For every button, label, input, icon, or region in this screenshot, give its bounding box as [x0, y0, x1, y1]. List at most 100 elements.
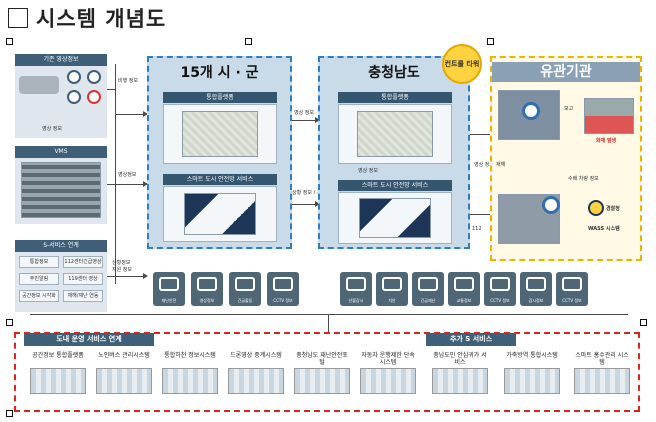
service-bus: CCTV 정보	[556, 272, 588, 306]
agency-emblem-icon	[522, 102, 540, 120]
connector-line	[107, 276, 143, 277]
service-thumbnail	[574, 368, 630, 394]
service-wildfire: 산불감시	[340, 272, 372, 306]
province-label: 영상 정보	[358, 168, 378, 174]
province-service-panel	[338, 192, 452, 244]
connector-line	[30, 314, 628, 315]
province-region: 충청남도 통합플랫폼 영상 정보 스마트 도시 안전망 서비스	[318, 56, 470, 249]
existing-video-header: 기존 영상정보	[15, 54, 107, 66]
s-service-panel: S-서비스 연계 통합정보 112센터긴급영상 주민알림 119센터 영상 공간…	[15, 240, 107, 312]
monitor-icon	[197, 277, 217, 291]
service-disaster: 재난안전	[153, 272, 185, 306]
org-label: 수배 차량 정보	[568, 176, 599, 182]
link-label: 영상 정보	[474, 162, 494, 168]
bottom-left-tab: 도내 운영 서비스 연계	[24, 333, 154, 346]
service-cctv-info: CCTV 정보	[484, 272, 516, 306]
bus-icon	[562, 277, 582, 291]
service-traffic: 교통정보	[448, 272, 480, 306]
city-title: 15개 시 · 군	[180, 65, 259, 81]
square-bullet-icon	[8, 8, 28, 28]
control-tower-badge: 컨트롤 타워	[442, 44, 482, 84]
service-thumbnail	[228, 368, 284, 394]
corner-handle	[487, 38, 494, 45]
province-platform-bar: 통합플랫폼	[338, 92, 452, 103]
cctv-camera-icon	[19, 76, 59, 94]
vms-header: VMS	[15, 146, 107, 158]
bottom-item: 드론영상 중계시스템	[228, 352, 284, 394]
org-label: 보고	[564, 106, 574, 112]
arrow-right-icon	[315, 201, 320, 207]
screen-icon	[526, 277, 546, 291]
related-agencies-region: 유관기관 보고 화재 발생 재해 수배 차량 정보 경찰청 WASS 시스템	[490, 56, 642, 261]
province-service-screen	[359, 198, 431, 238]
corner-handle	[245, 38, 252, 45]
mountain-icon	[159, 277, 179, 291]
corner-handle	[6, 319, 13, 326]
city-platform-bar: 통합플랫폼	[163, 92, 277, 103]
police-badge-icon	[588, 200, 604, 216]
agencies-title: 유관기관	[492, 62, 640, 82]
bottom-right-tab: 추가 S 서비스	[426, 333, 516, 346]
city-service-bar: 스마트 도시 안전망 서비스	[163, 174, 277, 185]
truck-icon	[454, 277, 474, 291]
arrow-right-icon	[143, 181, 148, 187]
corner-handle	[6, 38, 13, 45]
bottom-item: 노인버스 관리시스템	[96, 352, 152, 394]
existing-video-panel: 기존 영상정보	[15, 54, 107, 138]
link-label: 비행 정보	[118, 78, 138, 84]
bottom-item: 충청남도 재난안전포털	[294, 352, 350, 394]
people-icon	[346, 277, 366, 291]
landslide-icon	[418, 277, 438, 291]
province-service-bar: 스마트 도시 안전망 서비스	[338, 180, 452, 191]
city-region: 15개 시 · 군 통합플랫폼 스마트 도시 안전망 서비스	[147, 56, 292, 249]
service-emergency: 긴급재난	[412, 272, 444, 306]
corner-handle	[640, 319, 647, 326]
bottom-item: 스마트 홍수관리 시스템	[574, 352, 630, 394]
police-label: 경찰청	[606, 206, 620, 212]
s-item: 주민알림	[19, 273, 59, 285]
vms-panel: VMS	[15, 146, 107, 224]
connector-line	[107, 89, 115, 90]
service-thumbnail	[504, 368, 560, 394]
corner-handle	[6, 410, 13, 417]
city-platform-panel	[163, 104, 277, 164]
connector-line	[115, 64, 116, 284]
link-label: 112	[472, 226, 482, 232]
bottom-item: 충남도민 안심귀가 서비스	[432, 352, 488, 394]
connector-line	[115, 114, 143, 115]
province-platform-panel	[338, 104, 452, 164]
s-item: 119센터 영상	[63, 273, 103, 285]
s-item: 공간정보 시각화	[19, 290, 59, 302]
arrow-right-icon	[143, 273, 148, 279]
service-thumbnail	[30, 368, 86, 394]
arrow-right-icon	[315, 117, 320, 123]
link-label: 영상 정보	[294, 110, 314, 116]
bottom-item: 공간정보 통합플랫폼	[30, 352, 86, 394]
connector-line	[107, 184, 143, 185]
shield-icon	[382, 277, 402, 291]
bottom-item: 자동차 운행제한 단속시스템	[360, 352, 416, 394]
fire-label: 화재 발생	[596, 138, 617, 144]
service-thumbnail	[162, 368, 218, 394]
bottom-item: 통합하천 정보시스템	[162, 352, 218, 394]
parking-icon	[67, 90, 81, 104]
car-icon	[490, 277, 510, 291]
province-title: 충청남도	[368, 65, 420, 81]
s-item: 재해/재난 연동	[63, 290, 103, 302]
link-label: 지원 정보	[112, 267, 132, 273]
page-title: 시스템 개념도	[36, 6, 167, 31]
fire-building-image	[584, 98, 634, 134]
service-thumbnail	[96, 368, 152, 394]
vms-screen	[21, 162, 101, 218]
province-map-screen	[357, 111, 433, 157]
left-label-0: 영상 정보	[42, 126, 62, 132]
wass-label: WASS 시스템	[588, 226, 620, 232]
s-item: 통합정보	[19, 256, 59, 268]
link-label: 상황정보	[112, 260, 131, 266]
connector-line	[292, 204, 318, 205]
s-service-header: S-서비스 연계	[15, 240, 107, 252]
org-label: 재해	[496, 162, 506, 168]
bottom-item: 가축방역 통합시스템	[504, 352, 560, 394]
service-video: 영상정보	[191, 272, 223, 306]
link-label: 영상정보	[118, 172, 137, 178]
